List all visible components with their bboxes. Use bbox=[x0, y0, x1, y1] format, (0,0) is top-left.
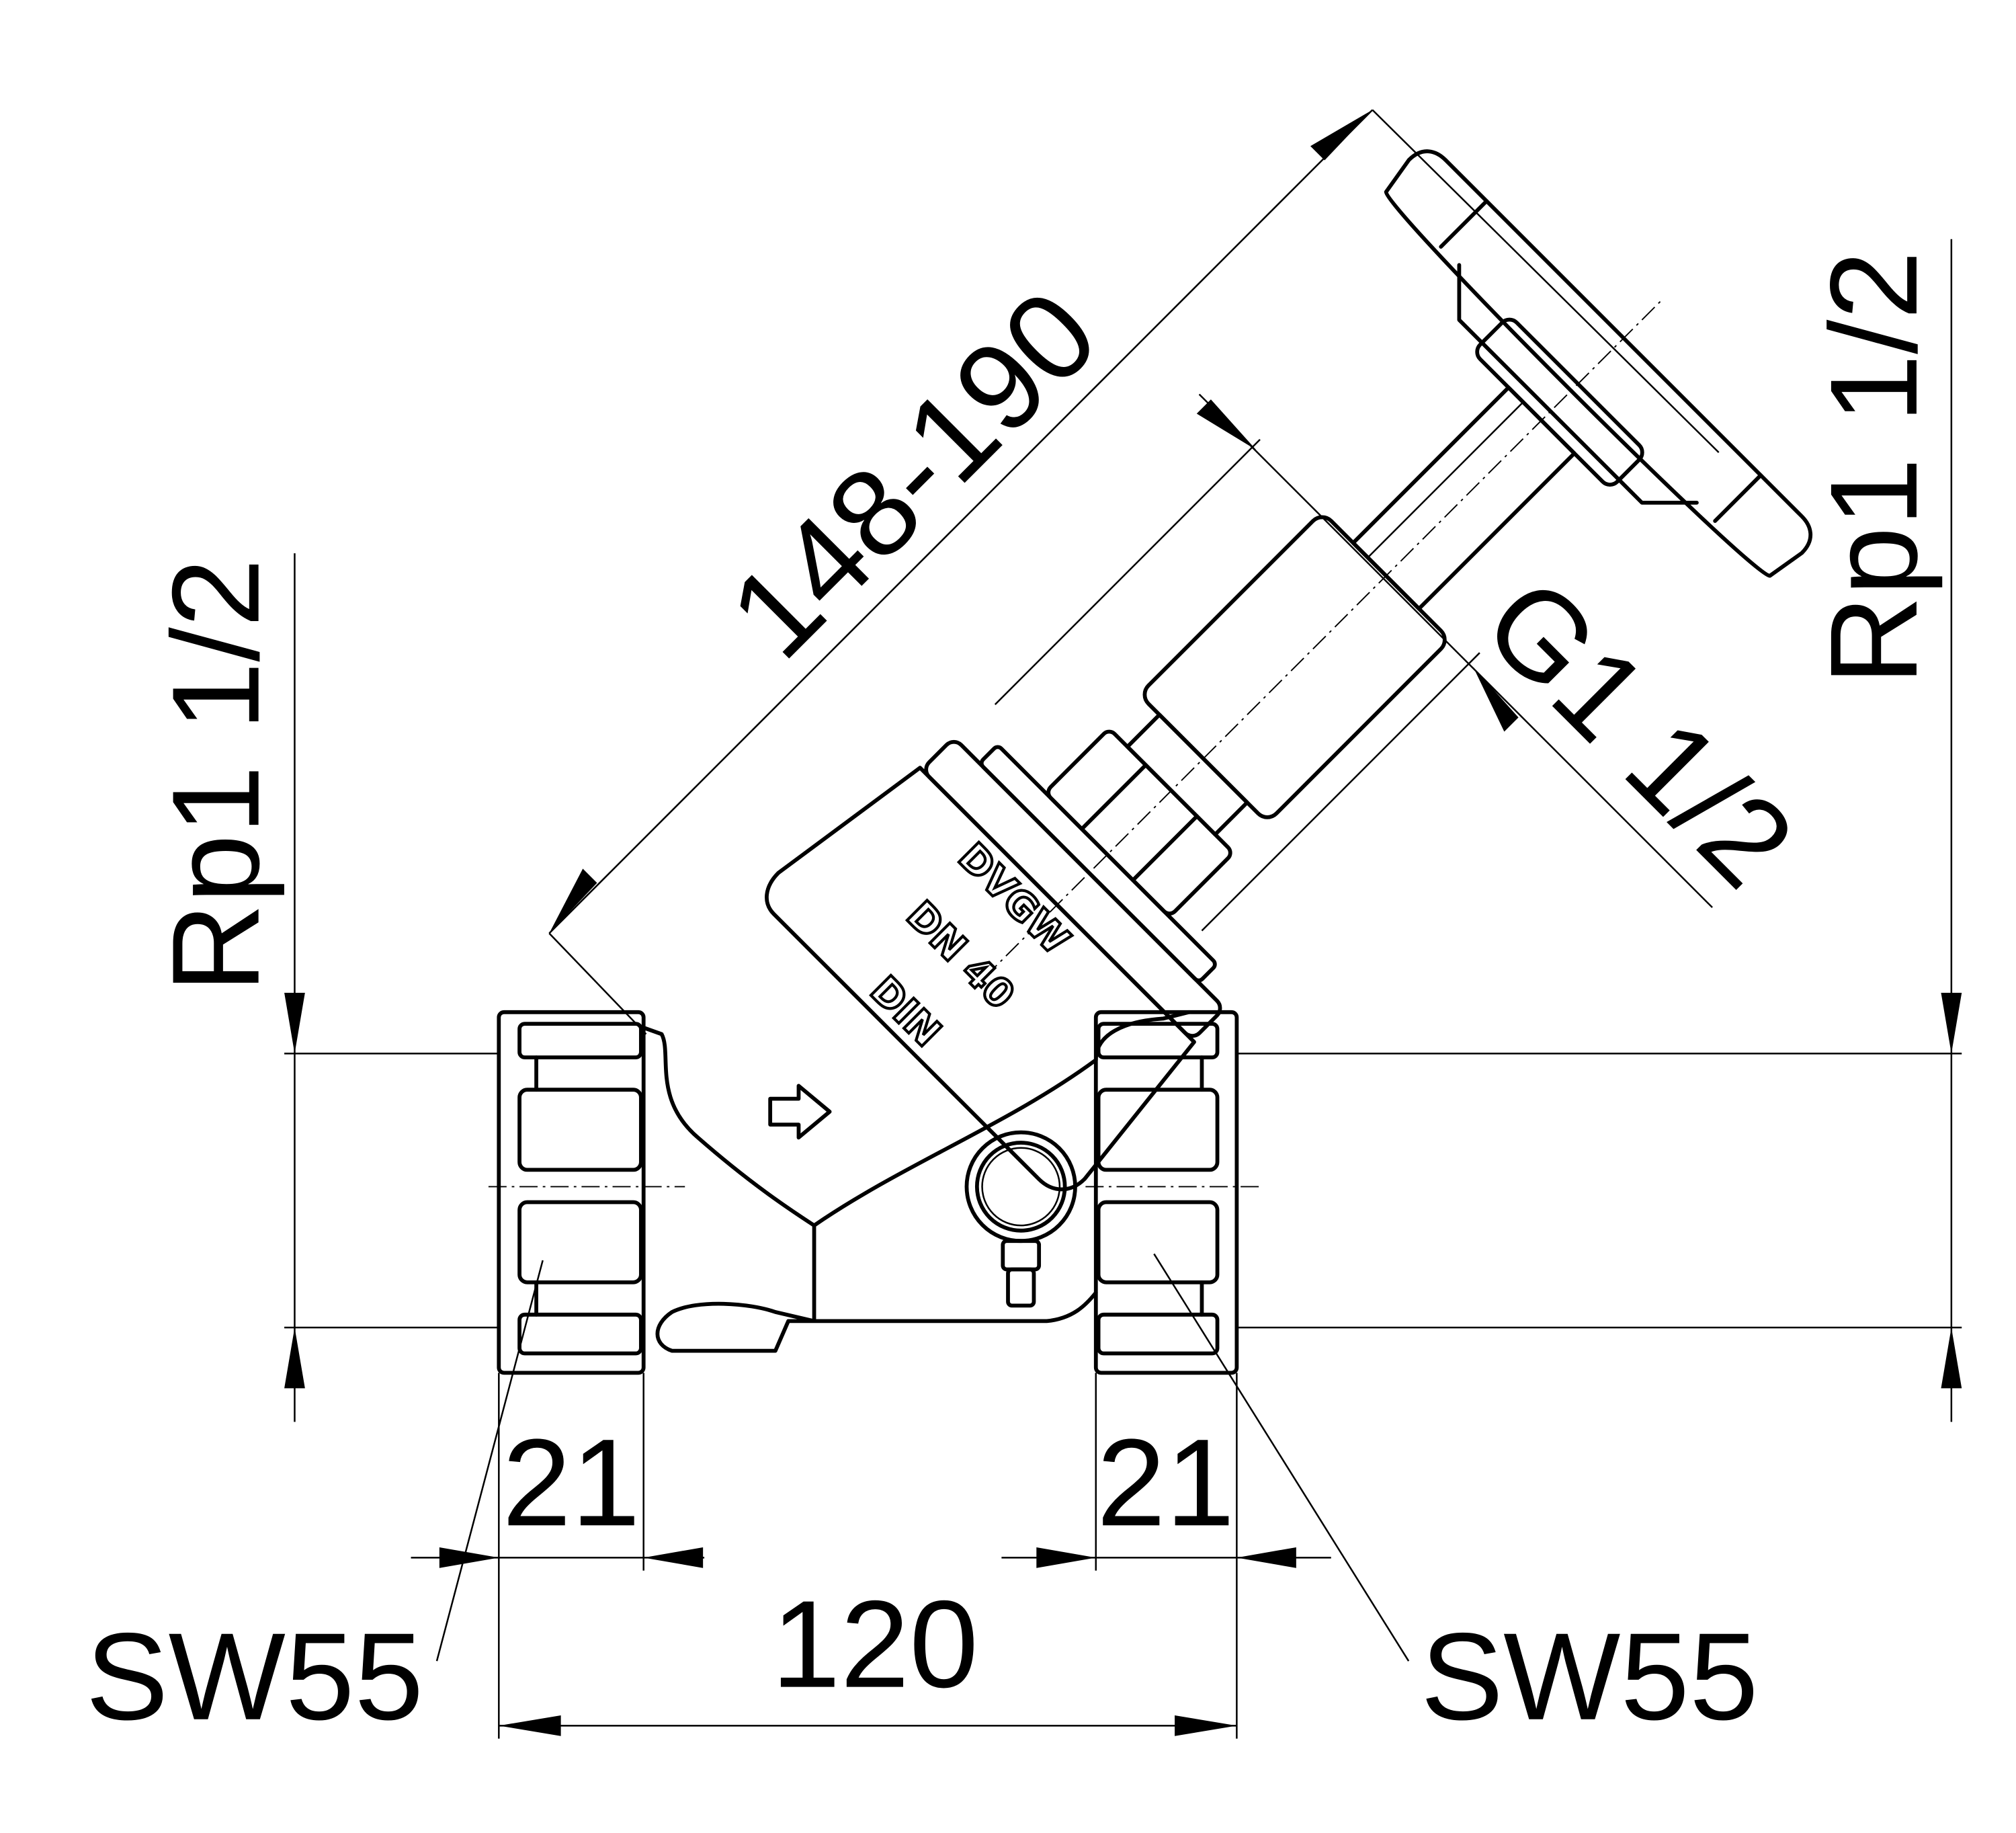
left-union-nut bbox=[497, 1010, 646, 1375]
right-thread-dimension: Rp1 1/2 bbox=[1805, 239, 1962, 1422]
extension-lines bbox=[284, 1053, 1962, 1739]
right-nut-width-label: 21 bbox=[1097, 1414, 1234, 1552]
overall-length-label: 120 bbox=[771, 1576, 978, 1714]
nut-width-dimensions: 21 21 bbox=[411, 1414, 1331, 1568]
bonnet-thread-label: G1 1/2 bbox=[1458, 552, 1820, 913]
left-nut-width-label: 21 bbox=[502, 1414, 640, 1552]
overall-length-dimension: 120 bbox=[499, 1576, 1237, 1736]
right-thread-label: Rp1 1/2 bbox=[1805, 251, 1943, 686]
flow-direction-arrow-icon bbox=[768, 1084, 832, 1140]
bonnet-thread-dimension: G1 1/2 bbox=[994, 393, 1820, 932]
left-wrench-size-label: SW55 bbox=[85, 1608, 423, 1746]
valve-body bbox=[641, 1010, 1191, 1353]
right-union-nut bbox=[1093, 1010, 1239, 1375]
right-wrench-size-label: SW55 bbox=[1421, 1608, 1759, 1746]
left-thread-label: Rp1 1/2 bbox=[147, 559, 286, 993]
left-thread-dimension: Rp1 1/2 bbox=[147, 553, 305, 1422]
length-adjust-label: 148-190 bbox=[704, 264, 1124, 684]
valve-bonnet-assembly bbox=[765, 149, 1813, 1192]
body-markings: DVGW DN 40 DIN bbox=[860, 833, 1080, 1057]
wrench-size-callouts: SW55 SW55 bbox=[85, 1253, 1759, 1746]
marking-din: DIN bbox=[862, 967, 950, 1055]
